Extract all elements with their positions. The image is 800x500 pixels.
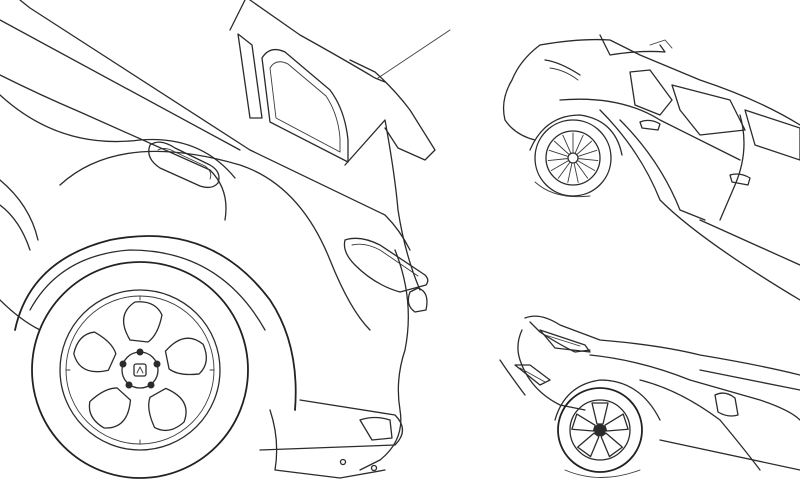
rear-door-handle: [639, 119, 661, 131]
door-handle-inner: [157, 147, 212, 180]
lug-nut: [136, 348, 144, 356]
rear-quarter-window: [261, 48, 349, 163]
mirror-bottom: [714, 392, 739, 417]
roof-rear-edge: [249, 0, 386, 83]
c-pillar: [344, 119, 421, 291]
bumper-edge-bottom: [499, 359, 526, 396]
rear-door-window: [671, 84, 746, 136]
b-pillar: [237, 33, 263, 119]
wheel-bottom-rim: [569, 399, 631, 461]
b-pillar-line: [719, 114, 745, 221]
lower-body-line: [599, 109, 800, 301]
lug-nut: [147, 381, 155, 389]
exhaust-tip: [514, 364, 551, 386]
rocker-line: [0, 299, 41, 331]
shoulder-line-bottom: [589, 354, 800, 421]
wheel-top-tire: [534, 119, 612, 197]
large-suv-rear-quarter: [0, 0, 451, 479]
rear-profile: [502, 44, 541, 141]
antenna: [377, 29, 451, 79]
tail-light-top-inner: [549, 67, 579, 81]
center-cap-mark: [136, 366, 144, 374]
door-rear-edge: [59, 150, 371, 331]
tail-light: [343, 237, 429, 293]
sensor-left: [339, 458, 347, 466]
body-crease-upper: [0, 74, 227, 221]
sill-line: [699, 219, 800, 266]
lug-nut: [125, 381, 133, 389]
center-cap-logo: [133, 363, 147, 377]
wheel-arch-top: [529, 114, 623, 156]
wheel-bottom-shadow: [564, 469, 641, 478]
side-crease-lower: [0, 204, 31, 251]
front-door-handle: [729, 173, 751, 186]
door-handle: [148, 141, 220, 189]
car-rear-side-view-top: [502, 34, 800, 301]
wheel-spokes: [73, 301, 207, 432]
rear-spoiler: [349, 59, 436, 161]
rear-wheel-large: [31, 261, 249, 479]
rim-edge-ticks: [65, 295, 215, 445]
sensor-right: [370, 464, 378, 472]
roof-line: [19, 0, 251, 151]
rear-spoiler-top: [599, 34, 666, 56]
lug-nut: [153, 360, 161, 368]
wheel-arch-inner: [29, 249, 266, 331]
wheel-top-hub: [567, 152, 579, 164]
rear-door-edge-bottom: [639, 379, 761, 471]
sill-line-bottom: [659, 439, 800, 471]
wheel-bottom-tire: [557, 387, 643, 473]
rear-hatch-edge: [359, 249, 409, 471]
rear-door-edge: [619, 119, 706, 221]
rear-window-top: [629, 69, 673, 116]
wheel-arch-outer: [14, 235, 297, 411]
bumper-lower: [269, 409, 386, 479]
rear-profile-bottom: [517, 329, 586, 411]
rear-glass-lower: [529, 321, 591, 353]
exhaust-inner: [519, 367, 546, 383]
rear-reflector: [407, 287, 428, 313]
shoulder-line: [559, 98, 741, 161]
spoiler-fin: [649, 39, 673, 49]
car-rear-low-angle-view: [499, 315, 800, 478]
lug-nut: [119, 360, 127, 368]
bumper-reflector: [359, 416, 393, 441]
front-door-lower-line: [0, 179, 39, 241]
body-crease-door: [0, 94, 236, 179]
tail-light-top: [544, 59, 581, 76]
wheel-top-rim: [545, 130, 601, 186]
tire-outer: [31, 261, 249, 479]
wheel-bottom-hub: [594, 424, 606, 436]
wheel-top-spokes: [547, 132, 599, 183]
tail-light-bottom: [539, 329, 591, 353]
rear-bumper: [259, 399, 404, 451]
roof-line-bottom: [524, 315, 800, 376]
window-line-bottom: [699, 369, 800, 391]
rim-outer: [59, 289, 221, 451]
wheel-top-shadow: [534, 181, 591, 198]
front-door-window: [744, 109, 800, 161]
roof-line-top: [539, 38, 800, 126]
window-sill-line: [0, 19, 241, 151]
belt-line: [249, 149, 411, 251]
wheel-bottom-spokes: [571, 402, 629, 458]
a-pillar-top: [229, 0, 246, 31]
rear-quarter-window-inner: [269, 61, 341, 153]
wheel-arch-bottom: [554, 379, 661, 421]
tail-light-inner: [351, 243, 419, 277]
tail-light-bottom-inner: [544, 334, 581, 347]
